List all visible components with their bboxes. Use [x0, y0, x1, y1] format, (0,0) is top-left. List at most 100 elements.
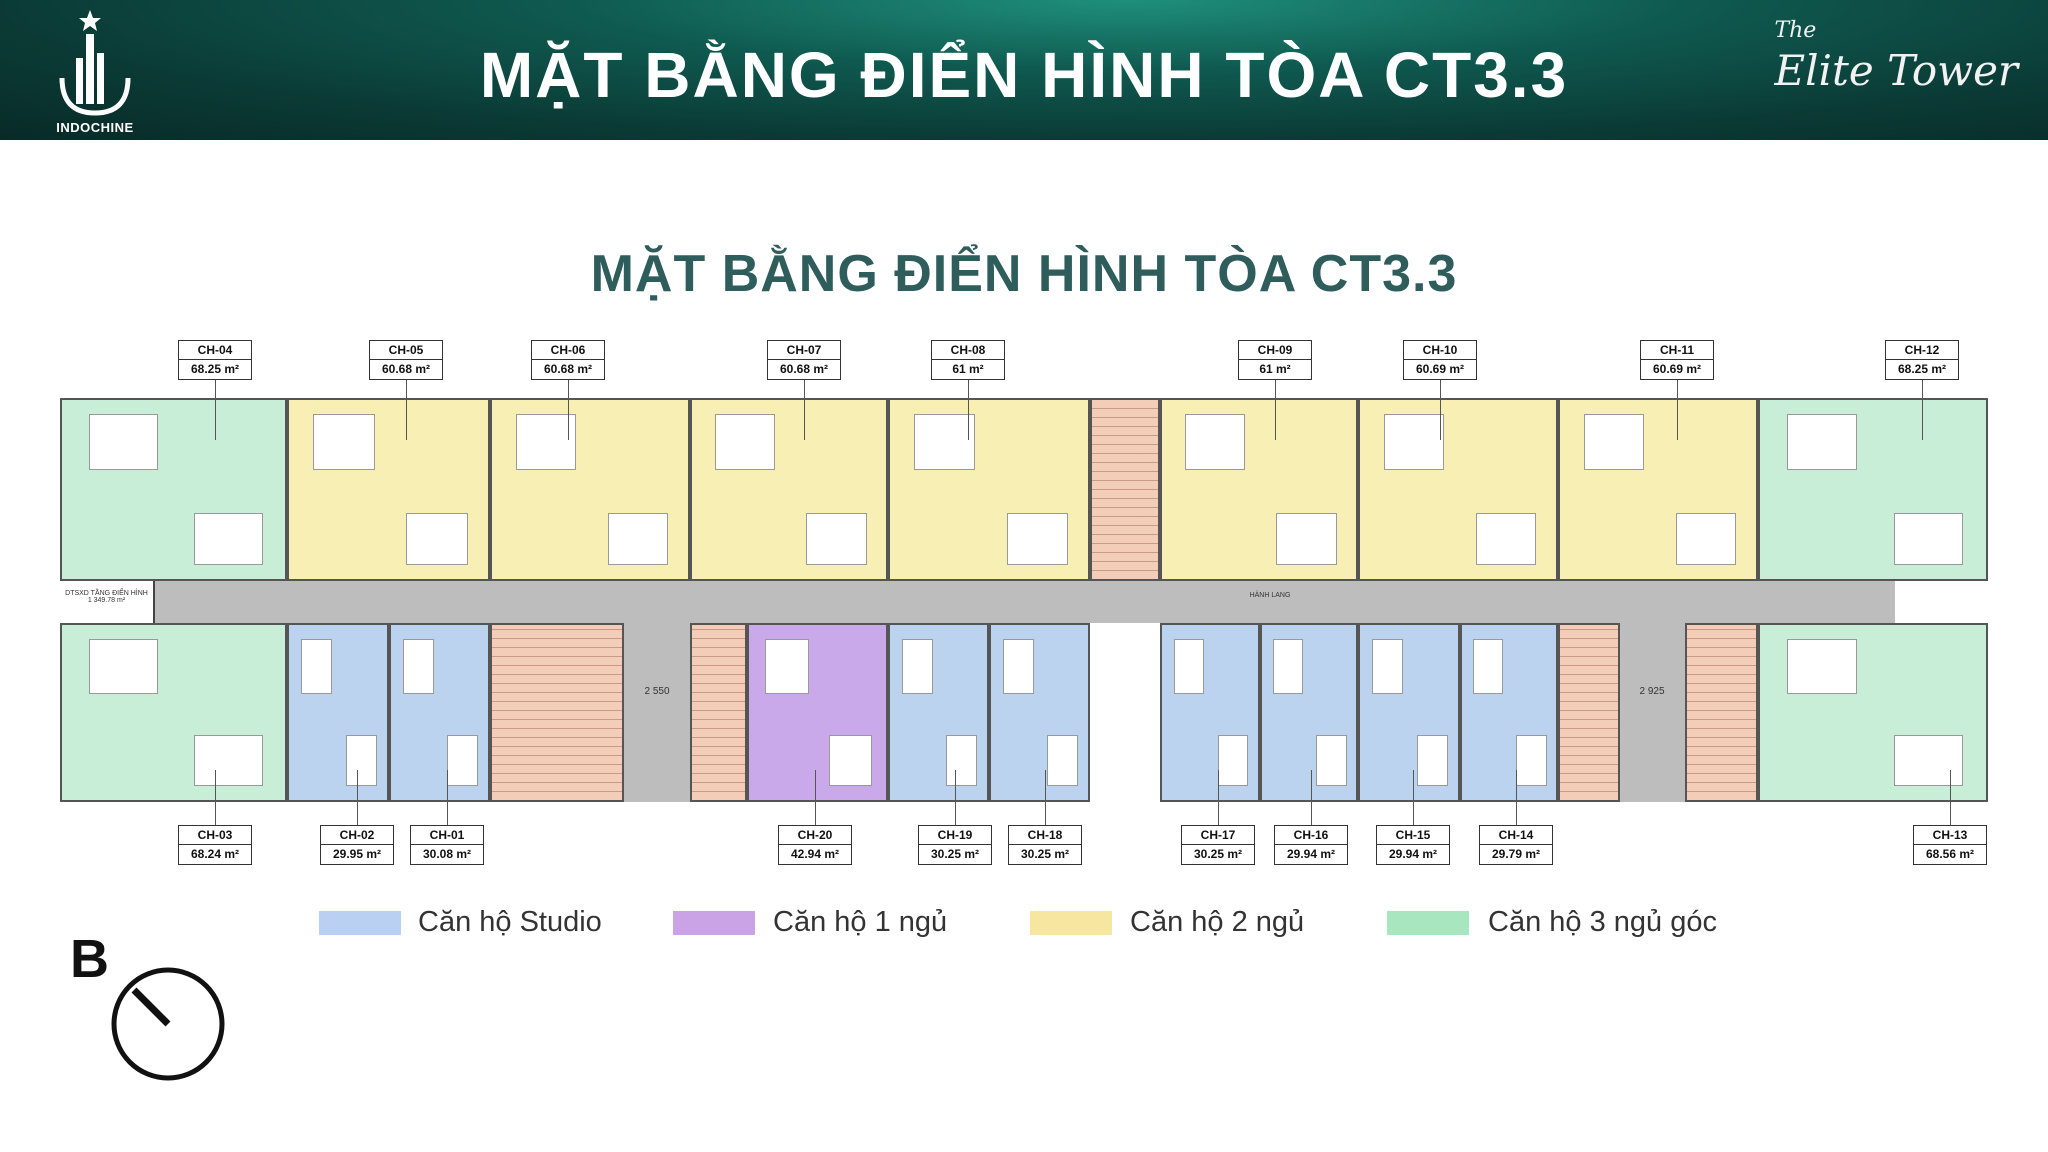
- unit-area: 68.25 m²: [190, 362, 240, 376]
- logo-elite-tower: Elite Tower: [1774, 46, 2018, 95]
- unit-ch-10[interactable]: [1358, 398, 1558, 581]
- unit-label[interactable]: CH-03 68.24 m²: [178, 825, 252, 865]
- unit-ch-08[interactable]: [888, 398, 1090, 581]
- service-core-mid: [690, 623, 747, 802]
- compass-direction-label: B: [70, 929, 109, 989]
- unit-area: 30.25 m²: [930, 847, 980, 861]
- leader-line: [1677, 380, 1678, 440]
- unit-ch-19[interactable]: [888, 623, 989, 802]
- unit-ch-04[interactable]: [60, 398, 287, 581]
- logo-the: The: [1774, 18, 1817, 43]
- unit-ch-14[interactable]: [1460, 623, 1558, 802]
- legend-label-studio: Căn hộ Studio: [418, 906, 602, 938]
- unit-ch-15[interactable]: [1358, 623, 1460, 802]
- unit-id: CH-17: [1182, 826, 1254, 845]
- unit-area: 29.94 m²: [1388, 847, 1438, 861]
- unit-ch-05[interactable]: [287, 398, 490, 581]
- unit-ch-07[interactable]: [690, 398, 888, 581]
- service-core-left: [490, 623, 624, 802]
- unit-id: CH-03: [179, 826, 251, 845]
- unit-label[interactable]: CH-18 30.25 m²: [1008, 825, 1082, 865]
- leader-line: [1516, 770, 1517, 825]
- unit-ch-12[interactable]: [1758, 398, 1988, 581]
- leader-line: [447, 770, 448, 825]
- unit-area: 60.69 m²: [1652, 362, 1702, 376]
- floor-area-value: 1 349.78 m²: [87, 597, 126, 604]
- unit-ch-20[interactable]: [747, 623, 888, 802]
- corridor: [153, 581, 1895, 623]
- leader-line: [804, 380, 805, 440]
- unit-id: CH-08: [932, 341, 1004, 360]
- leader-line: [357, 770, 358, 825]
- unit-area: 30.25 m²: [1020, 847, 1070, 861]
- unit-area: 68.24 m²: [190, 847, 240, 861]
- legend-swatch-3br: [1387, 911, 1469, 935]
- dimension-right: 2 925: [1639, 686, 1665, 697]
- compass-dial-icon: [111, 967, 225, 1081]
- leader-line: [215, 770, 216, 825]
- unit-id: CH-18: [1009, 826, 1081, 845]
- header-banner: [0, 0, 2048, 140]
- unit-label[interactable]: CH-12 68.25 m²: [1885, 340, 1959, 380]
- unit-id: CH-11: [1641, 341, 1713, 360]
- unit-area: 61 m²: [1259, 362, 1291, 376]
- unit-label[interactable]: CH-08 61 m²: [931, 340, 1005, 380]
- leader-line: [568, 380, 569, 440]
- unit-id: CH-07: [768, 341, 840, 360]
- leader-line: [968, 380, 969, 440]
- unit-id: CH-10: [1404, 341, 1476, 360]
- unit-area: 60.68 m²: [543, 362, 593, 376]
- unit-label[interactable]: CH-19 30.25 m²: [918, 825, 992, 865]
- unit-id: CH-14: [1480, 826, 1552, 845]
- unit-ch-17[interactable]: [1160, 623, 1260, 802]
- leader-line: [1275, 380, 1276, 440]
- leader-line: [406, 380, 407, 440]
- unit-area: 29.94 m²: [1286, 847, 1336, 861]
- unit-ch-16[interactable]: [1260, 623, 1358, 802]
- unit-label[interactable]: CH-11 60.69 m²: [1640, 340, 1714, 380]
- leader-line: [1413, 770, 1414, 825]
- unit-ch-03[interactable]: [60, 623, 287, 802]
- unit-id: CH-13: [1914, 826, 1986, 845]
- unit-ch-18[interactable]: [989, 623, 1090, 802]
- unit-id: CH-12: [1886, 341, 1958, 360]
- unit-ch-06[interactable]: [490, 398, 690, 581]
- unit-area: 60.68 m²: [779, 362, 829, 376]
- unit-id: CH-06: [532, 341, 604, 360]
- unit-id: CH-02: [321, 826, 393, 845]
- corridor-label: HÀNH LANG: [1249, 592, 1291, 599]
- unit-label[interactable]: CH-07 60.68 m²: [767, 340, 841, 380]
- unit-area: 68.25 m²: [1897, 362, 1947, 376]
- unit-ch-13[interactable]: [1758, 623, 1988, 802]
- dimension-left: 2 550: [644, 686, 670, 697]
- unit-label[interactable]: CH-06 60.68 m²: [531, 340, 605, 380]
- brand-name: INDOCHINE: [56, 120, 134, 135]
- legend-label-2br: Căn hộ 2 ngủ: [1130, 906, 1305, 938]
- unit-ch-11[interactable]: [1558, 398, 1758, 581]
- unit-ch-09[interactable]: [1160, 398, 1358, 581]
- unit-area: 61 m²: [952, 362, 984, 376]
- unit-label[interactable]: CH-17 30.25 m²: [1181, 825, 1255, 865]
- plan-title: MẶT BẰNG ĐIỂN HÌNH TÒA CT3.3: [590, 245, 1458, 303]
- legend-swatch-2br: [1030, 911, 1112, 935]
- unit-ch-01[interactable]: [389, 623, 490, 802]
- unit-label[interactable]: CH-16 29.94 m²: [1274, 825, 1348, 865]
- leader-line: [215, 380, 216, 440]
- compass: B: [56, 920, 236, 1090]
- unit-area: 30.25 m²: [1193, 847, 1243, 861]
- service-core-right: [1558, 623, 1620, 802]
- unit-ch-02[interactable]: [287, 623, 389, 802]
- unit-id: CH-19: [919, 826, 991, 845]
- unit-id: CH-16: [1275, 826, 1347, 845]
- indochine-logo: INDOCHINE: [40, 8, 150, 136]
